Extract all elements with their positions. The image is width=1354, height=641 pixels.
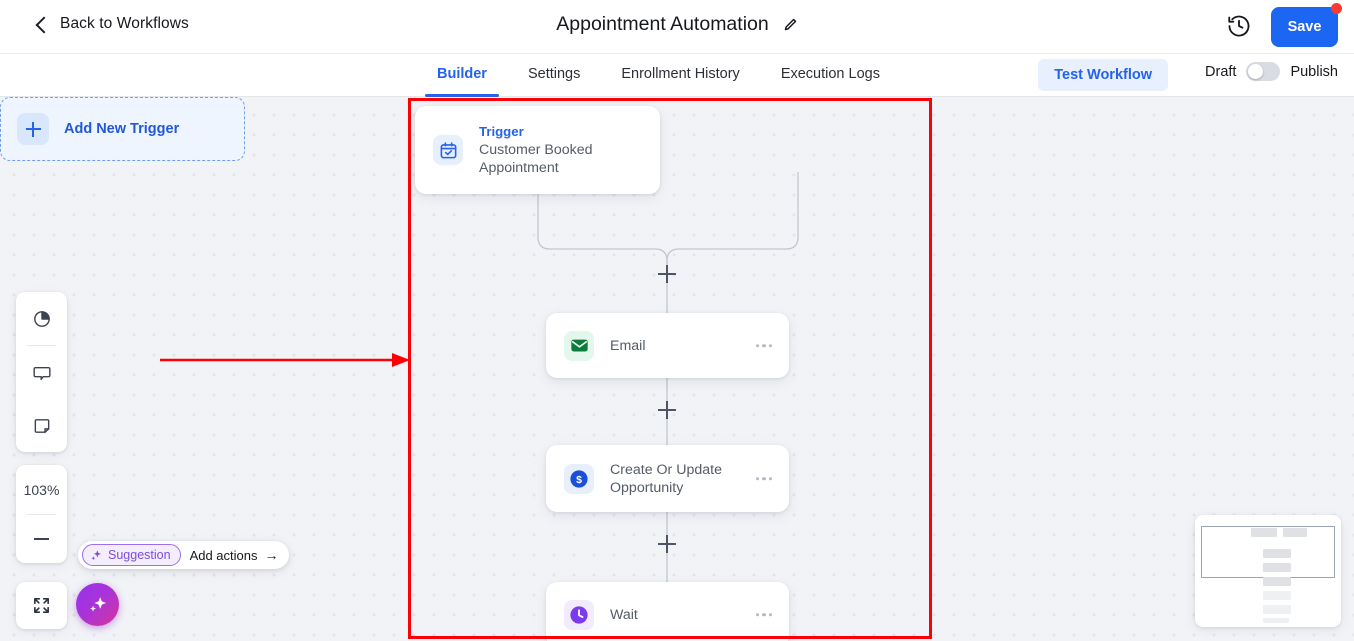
page-title: Appointment Automation xyxy=(556,13,769,35)
trigger-title-line1: Customer Booked xyxy=(479,142,593,158)
opportunity-node-text: Create Or Update Opportunity xyxy=(610,461,722,497)
dollar-circle-icon: $ xyxy=(564,463,594,494)
clock-history-icon xyxy=(1228,15,1250,37)
suggestion-pill-label: Suggestion xyxy=(108,548,171,562)
add-actions-label: Add actions xyxy=(189,547,258,563)
tab-settings[interactable]: Settings xyxy=(527,66,581,82)
back-to-workflows-button[interactable]: Back to Workflows xyxy=(35,15,189,33)
pie-chart-icon xyxy=(33,310,50,327)
pencil-icon[interactable] xyxy=(783,17,798,32)
calendar-check-icon xyxy=(433,135,463,165)
minimap-node xyxy=(1263,591,1291,600)
minimap-node xyxy=(1263,563,1291,572)
tab-list: Builder Settings Enrollment History Exec… xyxy=(425,54,892,97)
zoom-controls-panel: 103% xyxy=(16,465,67,563)
tab-execution-logs[interactable]: Execution Logs xyxy=(780,66,880,82)
minus-icon xyxy=(34,537,49,541)
add-actions-button[interactable]: Add actions → xyxy=(190,547,279,563)
sparkles-icon xyxy=(91,549,101,560)
svg-text:$: $ xyxy=(576,474,582,486)
envelope-icon xyxy=(564,330,594,361)
add-step-button-1[interactable] xyxy=(658,265,676,283)
publish-toggle-group: Draft Publish xyxy=(1205,62,1338,81)
minimap-node xyxy=(1251,528,1277,537)
plus-icon xyxy=(17,113,49,145)
canvas-tools-panel xyxy=(16,292,67,452)
tab-bar: Builder Settings Enrollment History Exec… xyxy=(0,54,1354,97)
workflow-node-trigger[interactable]: Trigger Customer Booked Appointment xyxy=(415,106,660,194)
opportunity-title-line2: Opportunity xyxy=(610,479,684,496)
email-node-text: Email xyxy=(610,337,645,355)
workflow-canvas[interactable]: Trigger Customer Booked Appointment Add … xyxy=(0,97,1354,641)
opportunity-title-line1: Create Or Update xyxy=(610,461,722,478)
minimap-node xyxy=(1263,618,1289,623)
toggle-knob xyxy=(1248,64,1264,79)
add-step-button-2[interactable] xyxy=(658,401,676,419)
analytics-button[interactable] xyxy=(16,292,67,345)
workflow-node-email[interactable]: Email xyxy=(546,313,789,378)
more-horizontal-icon[interactable] xyxy=(755,612,772,617)
wait-node-text: Wait xyxy=(610,606,638,624)
zoom-out-button[interactable] xyxy=(16,515,67,563)
trigger-kicker: Trigger xyxy=(479,124,524,139)
save-button[interactable]: Save xyxy=(1271,7,1338,47)
note-icon xyxy=(34,418,49,433)
top-bar: Back to Workflows Appointment Automation… xyxy=(0,0,1354,54)
trigger-title-line2: Appointment xyxy=(479,160,559,176)
tab-enrollment-history[interactable]: Enrollment History xyxy=(621,66,740,82)
minimap-node xyxy=(1263,549,1291,558)
add-new-trigger-button[interactable]: Add New Trigger xyxy=(0,97,245,161)
clock-icon xyxy=(564,599,594,630)
fit-to-screen-panel xyxy=(16,582,67,629)
draft-label: Draft xyxy=(1205,63,1237,80)
comment-icon xyxy=(32,366,51,380)
more-horizontal-icon[interactable] xyxy=(755,343,772,348)
arrow-right-icon: → xyxy=(264,547,279,563)
divider xyxy=(27,345,56,346)
workflow-title-group: Appointment Automation xyxy=(0,13,1354,36)
version-history-button[interactable] xyxy=(1226,13,1252,39)
chevron-left-icon xyxy=(35,16,53,33)
fit-to-screen-button[interactable] xyxy=(16,582,67,629)
add-step-button-3[interactable] xyxy=(658,535,676,553)
workflow-node-create-or-update-opportunity[interactable]: $ Create Or Update Opportunity xyxy=(546,445,789,512)
suggestion-pill[interactable]: Suggestion xyxy=(82,544,181,566)
save-unsaved-badge xyxy=(1331,3,1342,14)
add-new-trigger-label: Add New Trigger xyxy=(64,121,180,137)
trigger-node-text: Trigger Customer Booked Appointment xyxy=(479,123,593,177)
comments-button[interactable] xyxy=(16,346,67,399)
workflow-node-wait[interactable]: Wait xyxy=(546,582,789,641)
tab-builder[interactable]: Builder xyxy=(425,54,499,97)
minimap-node xyxy=(1283,528,1307,537)
canvas-minimap[interactable] xyxy=(1195,515,1341,627)
divider xyxy=(27,514,56,515)
zoom-level-value[interactable]: 103% xyxy=(23,481,60,498)
sparkles-icon xyxy=(89,596,106,612)
minimap-node xyxy=(1263,605,1291,614)
test-workflow-button[interactable]: Test Workflow xyxy=(1038,59,1168,91)
wait-node-title: Wait xyxy=(610,606,638,623)
workflow-edges xyxy=(537,172,799,582)
notes-button[interactable] xyxy=(16,399,67,452)
more-horizontal-icon[interactable] xyxy=(755,476,772,481)
email-node-title: Email xyxy=(610,337,646,354)
back-to-workflows-label: Back to Workflows xyxy=(60,15,189,32)
publish-toggle[interactable] xyxy=(1246,62,1281,81)
fullscreen-icon xyxy=(34,598,49,613)
publish-label: Publish xyxy=(1290,63,1338,80)
suggestion-bar: Suggestion Add actions → xyxy=(78,541,289,569)
ai-assistant-button[interactable] xyxy=(76,583,119,626)
minimap-node xyxy=(1263,577,1291,586)
